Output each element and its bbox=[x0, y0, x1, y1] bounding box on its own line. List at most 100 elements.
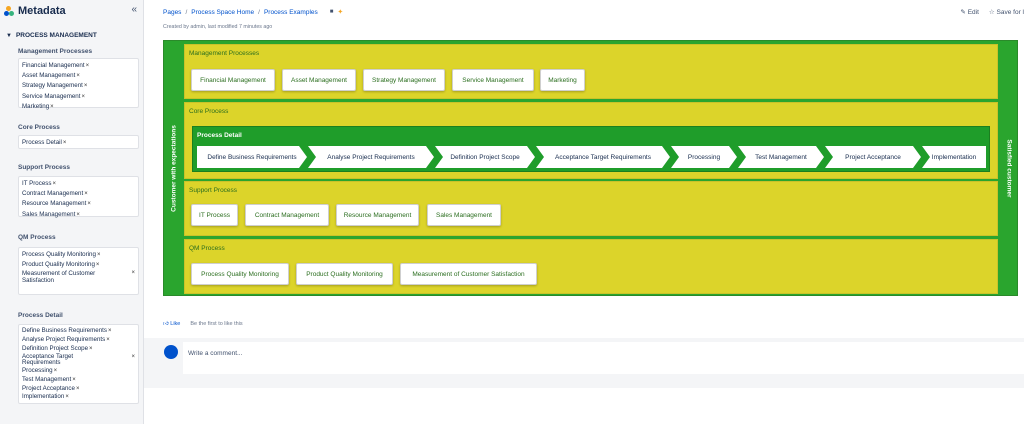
remove-tag-icon[interactable]: × bbox=[83, 83, 88, 90]
thumbs-up-icon: 👍︎ bbox=[163, 321, 169, 327]
process-box[interactable]: Measurement of Customer Satisfaction bbox=[400, 263, 537, 285]
process-box[interactable]: Asset Management bbox=[282, 69, 356, 91]
process-step[interactable]: Implementation bbox=[922, 146, 986, 168]
tag: Definition Project Scope× bbox=[22, 344, 93, 352]
process-detail-container: Process Detail Define Business Requireme… bbox=[192, 126, 990, 172]
field-process-detail: Process Detail Define Business Requireme… bbox=[0, 312, 143, 404]
tag: Asset Management× bbox=[22, 72, 80, 80]
remove-tag-icon[interactable]: × bbox=[96, 252, 101, 258]
process-step[interactable]: Definition Project Scope bbox=[435, 146, 535, 168]
field-label: QM Process bbox=[18, 234, 56, 241]
page-main: Pages / Process Space Home / Process Exa… bbox=[144, 0, 1024, 424]
process-box[interactable]: Marketing bbox=[540, 69, 585, 91]
remove-tag-icon[interactable]: × bbox=[72, 376, 76, 383]
right-side-label: Satisfied customer bbox=[1005, 139, 1013, 198]
remove-tag-icon[interactable]: × bbox=[95, 262, 100, 269]
remove-tag-icon[interactable]: × bbox=[65, 394, 69, 401]
lane-title: QM Process bbox=[189, 245, 225, 252]
lane-management-processes: Management Processes Financial Managemen… bbox=[184, 44, 998, 99]
lane-core-process: Core Process Process Detail Define Busin… bbox=[184, 102, 998, 179]
remove-tag-icon[interactable]: × bbox=[131, 270, 135, 277]
lane-qm-process: QM Process Process Quality Monitoring Pr… bbox=[184, 239, 998, 294]
field-label: Core Process bbox=[18, 124, 60, 131]
remove-tag-icon[interactable]: × bbox=[87, 201, 91, 208]
tag-input[interactable]: Process Quality Monitoring× Product Qual… bbox=[18, 247, 139, 295]
tag: Resource Management× bbox=[22, 200, 91, 208]
remove-tag-icon[interactable]: × bbox=[131, 353, 135, 360]
collapse-sidebar-icon[interactable]: « bbox=[131, 4, 137, 15]
remove-tag-icon[interactable]: × bbox=[106, 336, 110, 343]
breadcrumb-space-home[interactable]: Process Space Home bbox=[191, 8, 255, 16]
tag-input[interactable]: Define Business Requirements× Analyse Pr… bbox=[18, 324, 139, 404]
process-box[interactable]: Sales Management bbox=[427, 204, 501, 226]
tag: Test Management× bbox=[22, 375, 76, 383]
process-box[interactable]: Product Quality Monitoring bbox=[296, 263, 393, 285]
process-box[interactable]: IT Process bbox=[191, 204, 238, 226]
lane-support-process: Support Process IT Process Contract Mana… bbox=[184, 181, 998, 236]
sidebar-title: Metadata bbox=[18, 5, 66, 17]
process-step[interactable]: Define Business Requirements bbox=[197, 146, 307, 168]
remove-tag-icon[interactable]: × bbox=[53, 367, 58, 374]
tag: Marketing× bbox=[22, 102, 54, 110]
breadcrumb-pages[interactable]: Pages bbox=[163, 8, 182, 16]
process-step[interactable]: Processing bbox=[671, 146, 737, 168]
remove-tag-icon[interactable]: × bbox=[107, 328, 112, 334]
breadcrumb-separator: / bbox=[258, 8, 260, 16]
tag: Implementation× bbox=[22, 393, 69, 401]
process-box[interactable]: Contract Management bbox=[245, 204, 329, 226]
save-for-later-button[interactable]: ☆ Save for l bbox=[988, 9, 1024, 16]
remove-tag-icon[interactable]: × bbox=[89, 345, 93, 352]
avatar bbox=[164, 345, 178, 359]
sidebar-header: Metadata « bbox=[0, 0, 143, 22]
comment-input[interactable]: Write a comment... bbox=[183, 342, 1024, 374]
field-label: Management Processes bbox=[18, 48, 93, 55]
remove-tag-icon[interactable]: × bbox=[84, 191, 88, 198]
process-box[interactable]: Strategy Management bbox=[363, 69, 445, 91]
field-label: Support Process bbox=[18, 164, 71, 171]
tag: Strategy Management× bbox=[22, 82, 88, 90]
tag: IT Process× bbox=[22, 180, 56, 187]
process-step[interactable]: Test Management bbox=[738, 146, 824, 168]
remove-tag-icon[interactable]: × bbox=[76, 73, 80, 80]
tag: Define Business Requirements× bbox=[22, 327, 112, 334]
field-qm-process: QM Process Process Quality Monitoring× P… bbox=[0, 234, 143, 295]
process-step[interactable]: Project Acceptance bbox=[825, 146, 921, 168]
tag: Process Quality Monitoring× bbox=[22, 251, 101, 258]
page-topbar: Pages / Process Space Home / Process Exa… bbox=[144, 0, 1024, 22]
lane-title: Support Process bbox=[189, 187, 238, 194]
remove-tag-icon[interactable]: × bbox=[76, 211, 80, 218]
app-logo-icon[interactable]: ✦ bbox=[337, 9, 344, 16]
like-status: Be the first to like this bbox=[190, 321, 243, 327]
tag-input[interactable]: Process Detail× bbox=[18, 135, 139, 149]
lock-icon[interactable]: ■ bbox=[329, 9, 334, 15]
tag: Sales Management× bbox=[22, 210, 80, 218]
remove-tag-icon[interactable]: × bbox=[85, 63, 90, 69]
process-box[interactable]: Process Quality Monitoring bbox=[191, 263, 289, 285]
process-diagram: Customer with expectations Satisfied cus… bbox=[163, 40, 1018, 296]
edit-button[interactable]: ✎ Edit bbox=[960, 9, 979, 16]
process-box[interactable]: Resource Management bbox=[336, 204, 419, 226]
remove-tag-icon[interactable]: × bbox=[52, 181, 56, 187]
breadcrumb-separator: / bbox=[185, 8, 188, 16]
remove-tag-icon[interactable]: × bbox=[50, 103, 54, 110]
star-icon: ☆ bbox=[988, 9, 995, 16]
process-box[interactable]: Financial Management bbox=[191, 69, 275, 91]
like-button[interactable]: 👍︎ Like bbox=[163, 321, 181, 327]
remove-tag-icon[interactable]: × bbox=[75, 385, 80, 392]
tag-input[interactable]: Financial Management× Asset Management× … bbox=[18, 58, 139, 110]
process-step[interactable]: Acceptance Target Requirements bbox=[536, 146, 670, 168]
section-process-management[interactable]: ▼ PROCESS MANAGEMENT bbox=[0, 22, 143, 39]
remove-tag-icon[interactable]: × bbox=[81, 93, 85, 100]
comment-area: Write a comment... bbox=[144, 338, 1024, 388]
tag: Financial Management× bbox=[22, 62, 90, 69]
process-step[interactable]: Analyse Project Requirements bbox=[308, 146, 434, 168]
breadcrumb: Pages / Process Space Home / Process Exa… bbox=[163, 8, 344, 17]
process-box[interactable]: Service Management bbox=[452, 69, 534, 91]
field-management-processes: Management Processes Financial Managemen… bbox=[0, 48, 143, 110]
tag-input[interactable]: IT Process× Contract Management× Resourc… bbox=[18, 176, 139, 218]
lane-title: Management Processes bbox=[189, 50, 260, 57]
remove-tag-icon[interactable]: × bbox=[62, 140, 67, 146]
metadata-sidebar: Metadata « ▼ PROCESS MANAGEMENT Manageme… bbox=[0, 0, 144, 424]
section-title: PROCESS MANAGEMENT bbox=[15, 32, 97, 39]
breadcrumb-process-examples[interactable]: Process Examples bbox=[263, 8, 318, 16]
